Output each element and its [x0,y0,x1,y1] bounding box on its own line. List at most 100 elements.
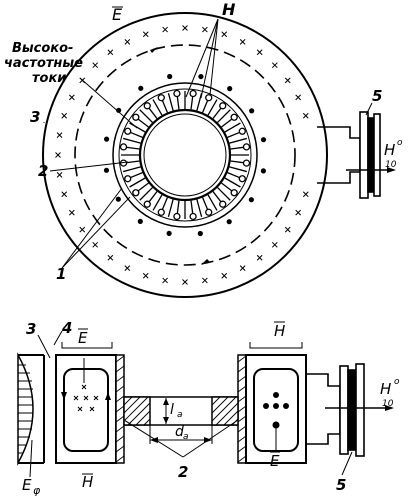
resonator-vane [217,187,231,201]
h-field-dot [227,86,233,92]
resonator-hole [238,127,246,135]
resonator-vane [196,93,203,111]
cross-marker [56,172,63,178]
resonator-hole [119,143,128,151]
currents-line2: частотные [4,56,83,71]
resonator-slot [212,107,222,119]
cross-marker [202,26,208,33]
resonator-slot [221,118,233,128]
e-phi-hatch [18,364,33,454]
h-loop-arrow-right [105,392,111,400]
output-waveguide-top [317,111,381,199]
h-field-dot [116,107,122,113]
resonator-slot [137,182,149,192]
resonator-vane [139,109,153,123]
h-field-dot [103,136,110,142]
resonator-vane [123,166,141,173]
cross-marker [302,191,309,198]
cross-marker [221,272,228,279]
label-e-bottom-right: E [270,452,280,470]
cross-marker [162,26,168,33]
resonator-slot [130,172,143,179]
h-field-dot [167,73,173,80]
label-h-top-right: H [274,322,285,340]
outer-cavity-circle [42,12,328,298]
label-e-top-left: E [78,329,88,347]
resonator-vane [123,137,141,144]
resonator-hole [124,127,132,135]
e-field-arrow-top [150,47,158,53]
h-field-dot [115,196,121,202]
resonator-slot [227,131,240,138]
resonator-hole [219,200,227,208]
cross-marker [221,31,228,38]
output-waveguide-bottom [306,363,365,457]
label-3-bottom: 3 [26,320,36,338]
h-field-dot [198,73,204,80]
resonator-vane [224,122,241,133]
resonator-vane [167,199,174,217]
resonator-hole [124,175,132,183]
output-arrow-top [346,167,396,173]
h-field-dot [197,230,203,237]
label-1-top: 1 [56,265,66,283]
cross-marker [302,112,309,119]
top-view: E H Высоко- частотные токи 3 2 1 5 H 10 … [4,0,403,298]
h-field-dot [103,167,110,173]
cross-marker [61,112,68,119]
cross-marker [239,265,246,272]
bottom-view: l a d a [17,319,400,497]
label-e-phi: E φ [22,476,41,497]
leader-3-bottom [37,334,51,359]
resonator-vane [196,199,203,217]
cross-marker [142,31,149,38]
label-2-top: 2 [38,162,48,180]
resonator-slot [230,146,244,150]
label-5-top: 5 [372,87,382,105]
cross-marker [182,25,188,31]
leader-lines-2 [123,419,239,458]
cross-marker [55,152,61,158]
e-phi-distribution [17,352,34,466]
resonator-slot [221,182,233,192]
resonator-hole [219,102,227,110]
resonator-slot [190,96,194,110]
cross-markers-ring [55,25,309,285]
resonator-slot [202,100,209,113]
label-5-bottom: 5 [336,476,346,494]
cross-marker [271,62,278,69]
resonator-hole [132,113,140,121]
resonator-slot [148,191,158,203]
cross-marker [239,38,246,45]
cross-marker [92,241,99,248]
resonator-slot [137,118,149,128]
label-3-top: 3 [30,108,40,126]
resonator-hole [173,212,181,221]
left-wall-hatched [115,354,125,464]
cross-marker [295,209,302,216]
svg-text:o: o [394,377,400,387]
cross-marker [92,62,99,69]
h-field-dots [103,73,267,237]
h-loop-arrow-left [61,392,67,400]
resonator-vane [167,93,174,111]
h-field-dot [249,108,255,114]
h-field-dot [260,168,267,174]
resonator-hole [205,94,213,102]
svg-text:φ: φ [33,484,41,497]
resonator-slot [148,107,158,119]
right-wall-hatched [237,354,247,464]
cross-marker [295,94,302,101]
cross-marker [79,226,86,233]
resonator-slot [176,96,180,110]
resonator-hole [143,102,151,110]
resonator-slot [130,131,143,138]
resonator-vane [217,109,231,123]
e-field-arrow-bottom [201,259,210,265]
cross-marker [142,272,149,279]
brackets [53,330,303,349]
resonator-slot [161,197,168,210]
cross-marker [68,94,75,101]
label-e-top: E [112,5,123,24]
